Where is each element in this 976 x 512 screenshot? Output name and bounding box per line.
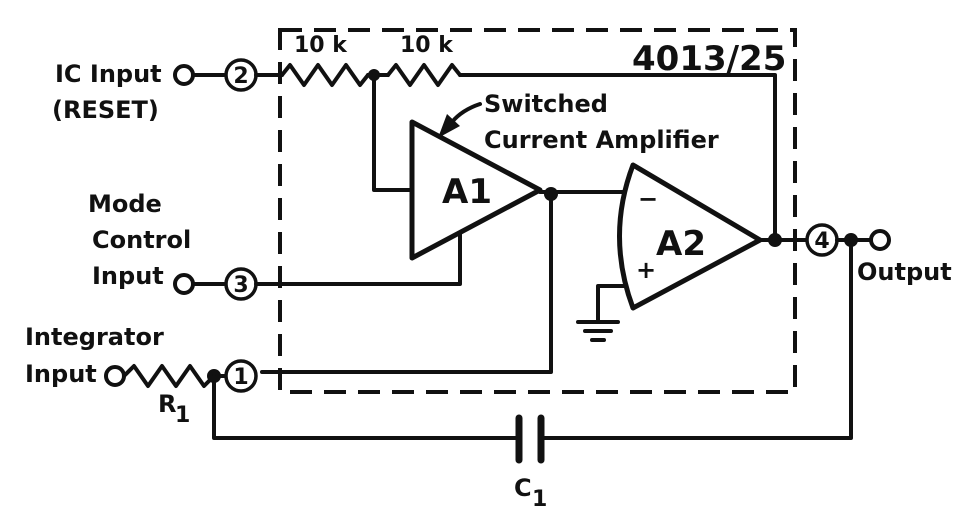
feedback-wire (458, 73, 777, 242)
r1-label: R (158, 390, 176, 418)
switched-label: Switched (484, 90, 608, 118)
pin-3-number: 3 (233, 273, 248, 298)
amplifier-a1 (409, 119, 543, 261)
pin3-to-a1-wire (254, 231, 462, 286)
pin-4-number: 4 (814, 229, 829, 254)
input-label-integrator: Input (25, 360, 97, 388)
pin-1-number: 1 (233, 365, 248, 390)
pin-4-marker: 4 (805, 223, 839, 257)
annotation-arrow (450, 102, 482, 124)
c1-right-wire (541, 238, 853, 440)
resistor-10k-1-label: 10 k (294, 33, 348, 58)
a1-output-to-pin1-wire (260, 192, 553, 374)
pin-1-marker: 1 (224, 359, 258, 393)
ic-input-label: IC Input (55, 60, 162, 88)
c1-subscript: 1 (532, 487, 547, 512)
part-number-label: 4013/25 (632, 39, 786, 79)
mode-control-terminal[interactable] (173, 273, 195, 295)
amplifier-a1-label: A1 (442, 172, 492, 212)
c1-left-wire (212, 374, 519, 440)
input-label-mode: Input (92, 262, 164, 290)
pin-3-marker: 3 (224, 267, 258, 301)
output-label: Output (857, 258, 952, 286)
capacitor-c1 (515, 414, 545, 464)
pin-2-number: 2 (233, 64, 248, 89)
a2-ground-wire (596, 284, 628, 324)
ic-input-terminal[interactable] (173, 64, 195, 86)
resistor-10k-2 (386, 63, 462, 87)
a1-input-wire (372, 73, 412, 192)
integrator-input-terminal[interactable] (104, 365, 126, 387)
pin-2-marker: 2 (224, 58, 258, 92)
resistor-10k-1 (280, 63, 370, 87)
annotation-arrowhead (438, 114, 460, 138)
package-outline (278, 28, 797, 394)
mode-label: Mode (88, 190, 162, 218)
c1-label: C (514, 474, 532, 502)
a2-output-junction (768, 233, 782, 247)
amplifier-a2-label: A2 (656, 224, 706, 264)
a2-inverting-sign: − (638, 185, 658, 213)
resistor-10k-2-label: 10 k (400, 33, 454, 58)
reset-label: (RESET) (52, 96, 159, 124)
integrator-label: Integrator (25, 323, 164, 351)
control-label: Control (92, 226, 191, 254)
amplifier-a2 (617, 162, 763, 311)
ground-icon (576, 320, 620, 342)
output-terminal[interactable] (869, 229, 891, 251)
current-amplifier-label: Current Amplifier (484, 126, 719, 154)
a2-noninverting-sign: + (636, 256, 656, 284)
resistor-r1 (122, 364, 216, 388)
r1-subscript: 1 (175, 403, 190, 428)
